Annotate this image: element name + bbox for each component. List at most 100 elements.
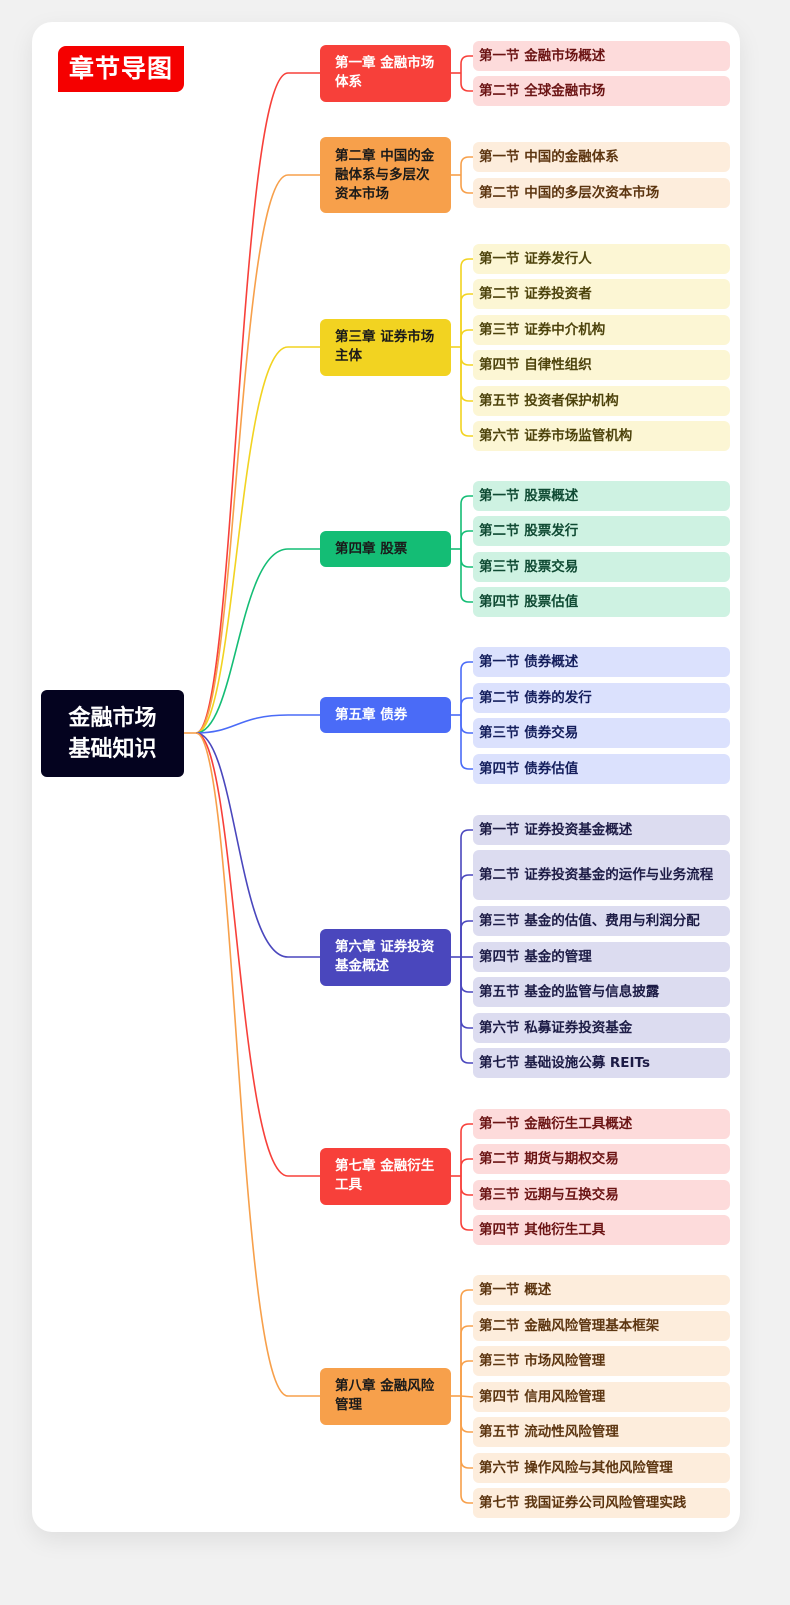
section-node[interactable]: 第七节 我国证券公司风险管理实践 bbox=[473, 1488, 730, 1518]
chapter-section-link bbox=[460, 293, 473, 347]
section-label: 第三节 股票交易 bbox=[479, 558, 579, 575]
section-node[interactable]: 第二节 金融风险管理基本框架 bbox=[473, 1311, 730, 1341]
section-node[interactable]: 第五节 投资者保护机构 bbox=[473, 386, 730, 416]
chapter-label: 第七章 金融衍生工具 bbox=[335, 1158, 435, 1193]
section-node[interactable]: 第二节 期货与期权交易 bbox=[473, 1144, 730, 1174]
section-node[interactable]: 第三节 证券中介机构 bbox=[473, 315, 730, 345]
chapter-section-link bbox=[460, 1395, 474, 1398]
section-node[interactable]: 第六节 私募证券投资基金 bbox=[473, 1013, 730, 1043]
section-node[interactable]: 第二节 证券投资者 bbox=[473, 279, 730, 309]
section-label: 第一节 中国的金融体系 bbox=[479, 148, 619, 165]
chapter-section-link bbox=[460, 55, 473, 73]
root-chapter-link bbox=[195, 732, 320, 958]
section-label: 第二节 金融风险管理基本框架 bbox=[479, 1317, 660, 1334]
section-node[interactable]: 第一节 债券概述 bbox=[473, 647, 730, 677]
section-label: 第一节 证券投资基金概述 bbox=[479, 821, 633, 838]
section-label: 第六节 操作风险与其他风险管理 bbox=[479, 1459, 673, 1476]
section-node[interactable]: 第二节 中国的多层次资本市场 bbox=[473, 178, 730, 208]
section-label: 第三节 远期与互换交易 bbox=[479, 1186, 619, 1203]
chapter-section-link bbox=[460, 1360, 473, 1396]
chapter-node[interactable]: 第七章 金融衍生工具 bbox=[320, 1147, 451, 1205]
chapter-section-link bbox=[460, 73, 473, 92]
section-node[interactable]: 第四节 股票估值 bbox=[473, 587, 730, 617]
root-chapter-link bbox=[195, 346, 320, 734]
section-node[interactable]: 第五节 流动性风险管理 bbox=[473, 1417, 730, 1447]
chapter-section-link bbox=[460, 1158, 473, 1176]
section-label: 第二节 债券的发行 bbox=[479, 689, 592, 706]
section-node[interactable]: 第二节 证券投资基金的运作与业务流程 bbox=[473, 850, 730, 900]
chapter-label: 第一章 金融市场体系 bbox=[335, 55, 435, 90]
chapter-node[interactable]: 第八章 金融风险管理 bbox=[320, 1367, 451, 1425]
section-label: 第四节 其他衍生工具 bbox=[479, 1221, 606, 1238]
chapter-label: 第三章 证券市场主体 bbox=[335, 329, 435, 364]
chapter-section-link bbox=[460, 1289, 473, 1396]
chapter-section-link bbox=[460, 530, 473, 549]
section-label: 第一节 金融衍生工具概述 bbox=[479, 1115, 633, 1132]
chapter-section-link bbox=[460, 329, 473, 347]
chapter-node[interactable]: 第五章 债券 bbox=[320, 697, 451, 733]
section-node[interactable]: 第四节 基金的管理 bbox=[473, 942, 730, 972]
section-node[interactable]: 第一节 证券发行人 bbox=[473, 244, 730, 274]
chapter-section-link bbox=[460, 715, 473, 770]
chapter-section-link bbox=[460, 874, 473, 957]
section-label: 第四节 信用风险管理 bbox=[479, 1388, 606, 1405]
section-node[interactable]: 第二节 股票发行 bbox=[473, 516, 730, 546]
section-label: 第五节 投资者保护机构 bbox=[479, 392, 619, 409]
root-chapter-link bbox=[195, 714, 320, 734]
section-label: 第六节 证券市场监管机构 bbox=[479, 427, 633, 444]
section-node[interactable]: 第二节 债券的发行 bbox=[473, 683, 730, 713]
root-label: 金融市场基础知识 bbox=[68, 705, 157, 762]
section-label: 第一节 证券发行人 bbox=[479, 250, 592, 267]
section-node[interactable]: 第一节 证券投资基金概述 bbox=[473, 815, 730, 845]
section-node[interactable]: 第三节 市场风险管理 bbox=[473, 1346, 730, 1376]
section-label: 第四节 自律性组织 bbox=[479, 356, 592, 373]
section-node[interactable]: 第一节 中国的金融体系 bbox=[473, 142, 730, 172]
chapter-section-link bbox=[460, 1176, 473, 1196]
section-node[interactable]: 第一节 股票概述 bbox=[473, 481, 730, 511]
chapter-section-link bbox=[460, 1325, 473, 1396]
section-node[interactable]: 第一节 金融衍生工具概述 bbox=[473, 1109, 730, 1139]
chapter-section-link bbox=[460, 347, 473, 402]
section-node[interactable]: 第五节 基金的监管与信息披露 bbox=[473, 977, 730, 1007]
section-label: 第三节 债券交易 bbox=[479, 724, 579, 741]
title-badge: 章节导图 bbox=[58, 46, 184, 92]
section-node[interactable]: 第七节 基础设施公募 REITs bbox=[473, 1048, 730, 1078]
chapter-node[interactable]: 第二章 中国的金融体系与多层次资本市场 bbox=[320, 137, 451, 213]
chapter-node[interactable]: 第四章 股票 bbox=[320, 531, 451, 567]
section-node[interactable]: 第六节 操作风险与其他风险管理 bbox=[473, 1453, 730, 1483]
section-node[interactable]: 第四节 债券估值 bbox=[473, 754, 730, 784]
chapter-node[interactable]: 第六章 证券投资基金概述 bbox=[320, 928, 451, 986]
section-label: 第二节 期货与期权交易 bbox=[479, 1150, 619, 1167]
section-label: 第一节 债券概述 bbox=[479, 653, 579, 670]
section-node[interactable]: 第六节 证券市场监管机构 bbox=[473, 421, 730, 451]
root-node[interactable]: 金融市场基础知识 bbox=[41, 690, 184, 777]
section-label: 第二节 股票发行 bbox=[479, 522, 579, 539]
root-chapter-link bbox=[195, 174, 320, 734]
root-chapter-link bbox=[195, 548, 320, 734]
chapter-section-link bbox=[460, 549, 473, 568]
section-node[interactable]: 第三节 股票交易 bbox=[473, 552, 730, 582]
chapter-section-link bbox=[460, 957, 473, 993]
section-node[interactable]: 第二节 全球金融市场 bbox=[473, 76, 730, 106]
section-label: 第七节 基础设施公募 REITs bbox=[479, 1054, 650, 1071]
section-node[interactable]: 第三节 远期与互换交易 bbox=[473, 1180, 730, 1210]
section-node[interactable]: 第四节 其他衍生工具 bbox=[473, 1215, 730, 1245]
section-label: 第七节 我国证券公司风险管理实践 bbox=[479, 1494, 687, 1511]
chapter-section-link bbox=[460, 258, 473, 347]
section-node[interactable]: 第一节 金融市场概述 bbox=[473, 41, 730, 71]
section-label: 第五节 流动性风险管理 bbox=[479, 1423, 619, 1440]
chapter-section-link bbox=[460, 495, 473, 549]
chapter-node[interactable]: 第一章 金融市场体系 bbox=[320, 44, 451, 102]
chapter-label: 第四章 股票 bbox=[335, 540, 408, 557]
section-node[interactable]: 第四节 信用风险管理 bbox=[473, 1382, 730, 1412]
section-node[interactable]: 第三节 债券交易 bbox=[473, 718, 730, 748]
section-label: 第六节 私募证券投资基金 bbox=[479, 1019, 633, 1036]
section-node[interactable]: 第一节 概述 bbox=[473, 1275, 730, 1305]
section-label: 第四节 基金的管理 bbox=[479, 948, 592, 965]
chapter-node[interactable]: 第三章 证券市场主体 bbox=[320, 318, 451, 376]
chapter-section-link bbox=[460, 829, 473, 957]
chapter-section-link bbox=[460, 549, 473, 603]
section-node[interactable]: 第四节 自律性组织 bbox=[473, 350, 730, 380]
chapter-section-link bbox=[460, 1176, 473, 1231]
section-node[interactable]: 第三节 基金的估值、费用与利润分配 bbox=[473, 906, 730, 936]
